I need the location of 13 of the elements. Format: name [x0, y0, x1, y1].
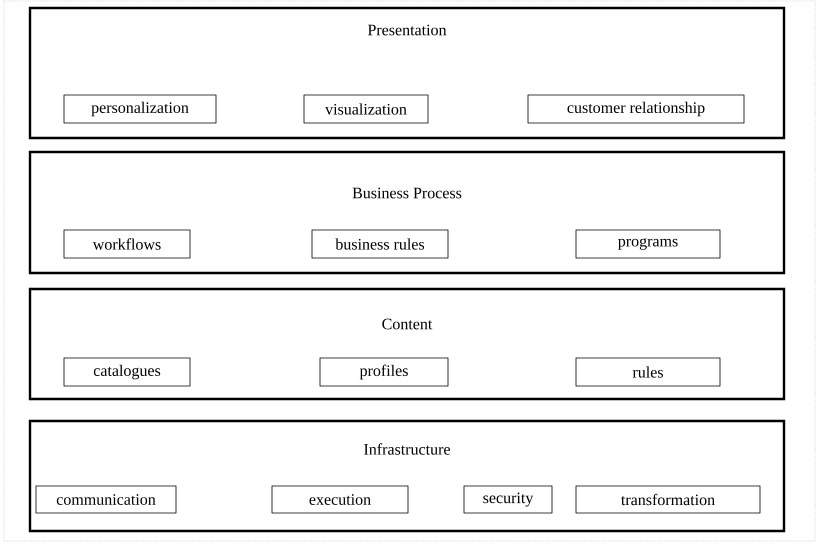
component-box: rules: [576, 358, 720, 386]
component-box: communication: [36, 486, 176, 514]
component-box: transformation: [576, 486, 760, 514]
component-box: visualization: [304, 94, 428, 124]
component-box: business rules: [312, 230, 448, 258]
component-box: workflows: [64, 230, 190, 258]
component-box: profiles: [320, 358, 448, 386]
component-box: programs: [576, 230, 720, 258]
component-box: personalization: [64, 94, 216, 124]
component-box: catalogues: [64, 358, 190, 386]
component-box: execution: [272, 486, 408, 514]
component-box: customer relationship: [528, 94, 744, 124]
component-box: security: [464, 486, 552, 514]
